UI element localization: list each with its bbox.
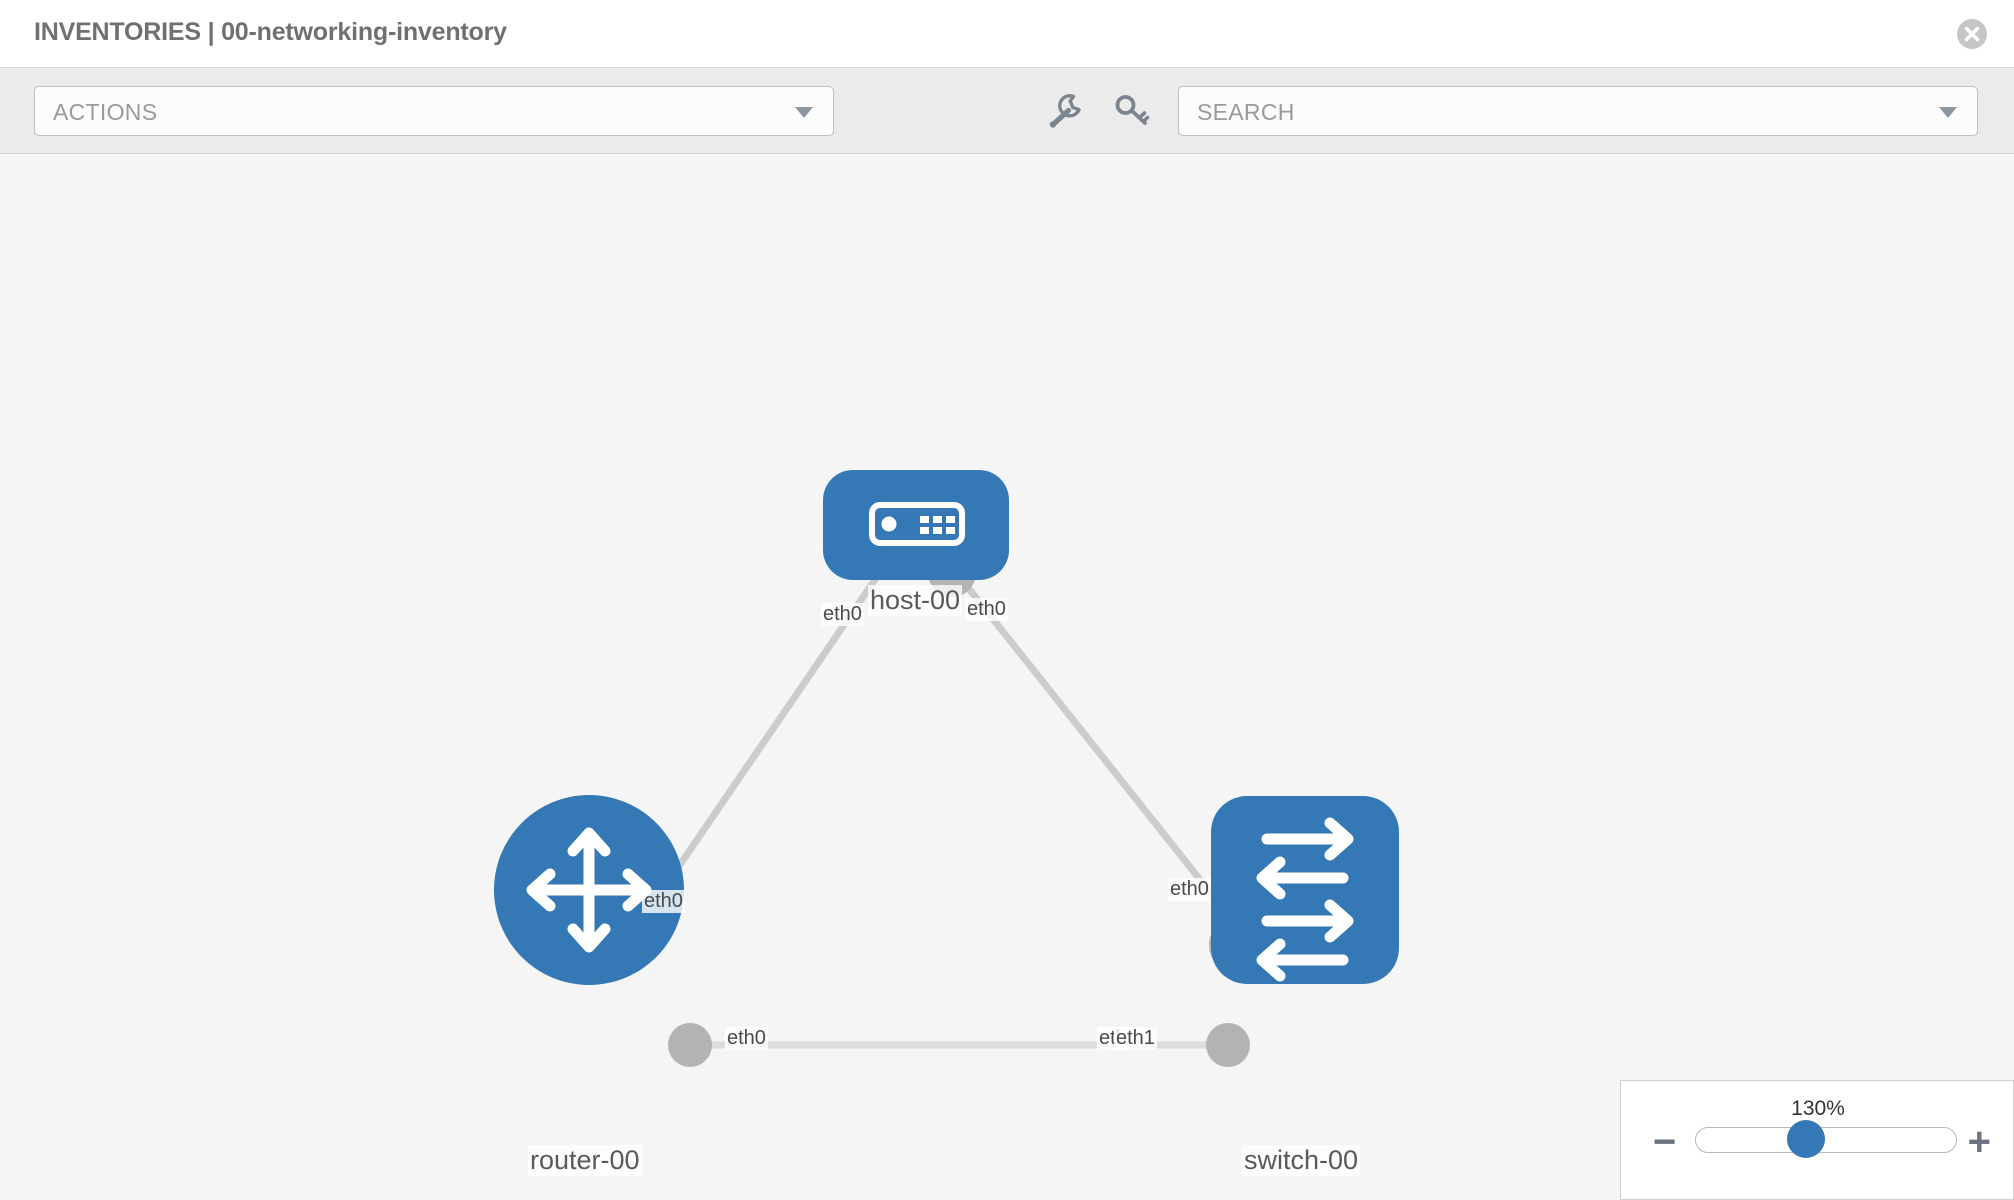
topology-links — [622, 562, 1255, 1049]
search-input[interactable]: SEARCH — [1178, 86, 1978, 136]
page-title: INVENTORIES | 00-networking-inventory — [34, 18, 507, 46]
search-placeholder-label: SEARCH — [1197, 99, 1295, 125]
chevron-down-icon[interactable] — [1939, 107, 1957, 118]
wrench-icon[interactable] — [1046, 92, 1084, 130]
zoom-slider-track[interactable] — [1695, 1127, 1957, 1153]
switch-arrows-icon — [1256, 817, 1354, 982]
node-label-router-00: router-00 — [528, 1145, 642, 1176]
node-router-00[interactable] — [494, 795, 684, 985]
node-host-00[interactable] — [823, 470, 1009, 580]
zoom-control-panel: 130% − + — [1620, 1080, 2014, 1200]
zoom-in-button[interactable]: + — [1967, 1120, 1991, 1164]
close-icon[interactable] — [1956, 18, 1988, 50]
topology-canvas[interactable]: host-00 router-00 switch-00 eth0 eth0 et… — [0, 155, 2014, 1200]
actions-dropdown-label: ACTIONS — [53, 99, 158, 125]
zoom-slider-thumb[interactable] — [1787, 1120, 1825, 1158]
zoom-level-label: 130% — [1791, 1097, 1845, 1120]
iface-label-switch00-eth1: eth1 — [1114, 1027, 1157, 1050]
actions-dropdown[interactable]: ACTIONS — [34, 86, 834, 136]
key-icon[interactable] — [1112, 92, 1150, 130]
page-header: INVENTORIES | 00-networking-inventory — [0, 0, 2014, 68]
iface-label-router00-eth0: eth0 — [725, 1027, 768, 1050]
connector-router00-right — [668, 1023, 712, 1067]
node-label-switch-00: switch-00 — [1242, 1145, 1361, 1176]
node-label-host-00: host-00 — [868, 585, 963, 616]
iface-label-host00-left: eth0 — [821, 603, 864, 626]
topology-graph — [494, 470, 1399, 1067]
router-arrows-icon — [526, 827, 652, 953]
server-icon — [869, 502, 965, 546]
node-switch-00[interactable] — [1211, 796, 1399, 984]
topology-connectors — [668, 549, 1263, 1067]
chevron-down-icon — [795, 107, 813, 118]
iface-label-router00-uplink: eth0 — [642, 890, 685, 913]
iface-label-host00-right: eth0 — [965, 598, 1008, 621]
connector-switch00-left — [1206, 1023, 1250, 1067]
toolbar: ACTIONS SEARCH — [0, 68, 2014, 154]
iface-label-switch00-uplink: eth0 — [1168, 878, 1211, 901]
zoom-out-button[interactable]: − — [1653, 1120, 1677, 1164]
